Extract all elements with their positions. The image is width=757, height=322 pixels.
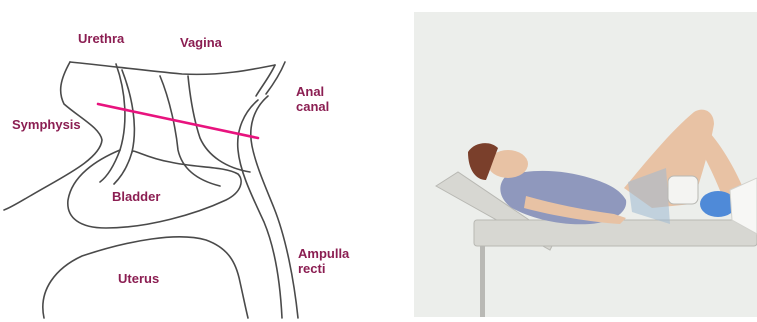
outer-contour [70, 62, 275, 74]
label-vagina: Vagina [180, 35, 222, 50]
label-bladder: Bladder [112, 189, 160, 204]
exam-scene [414, 12, 757, 317]
anal-canal-top [256, 65, 275, 96]
anatomy-diagram: Urethra Vagina Anal canal Symphysis Blad… [0, 0, 380, 322]
ultrasound-probe [668, 176, 698, 204]
exam-table-base [474, 220, 757, 246]
rectum-wall-inner [238, 100, 282, 318]
label-symphysis: Symphysis [12, 117, 81, 132]
label-ampulla-recti: Ampulla recti [298, 246, 349, 276]
label-urethra: Urethra [78, 31, 124, 46]
table-leg [480, 238, 485, 317]
exam-illustration [414, 12, 757, 317]
urethra-wall-left [100, 64, 125, 182]
reference-line [98, 104, 258, 138]
symphysis-outline [4, 62, 102, 210]
label-anal-canal: Anal canal [296, 84, 329, 114]
label-uterus: Uterus [118, 271, 159, 286]
